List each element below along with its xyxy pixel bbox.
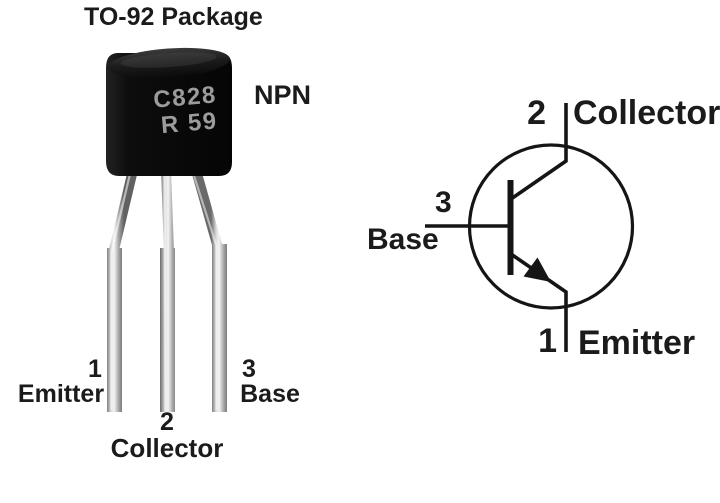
sch-emitter-name: Emitter [578, 324, 696, 362]
pin1-number-label: 1 [88, 355, 102, 383]
package-body [106, 53, 232, 176]
package-top-highlight [120, 52, 217, 68]
symbol-collector-lead [509, 103, 568, 201]
lead-collector-middle [160, 169, 175, 413]
diagram-title: TO-92 Package [84, 3, 263, 31]
pin2-name-label: Collector [110, 433, 224, 463]
symbol-emitter-arrow [523, 257, 551, 282]
pin3-number-label: 3 [242, 355, 256, 383]
lead-emitter-left [107, 168, 138, 412]
package-top-face [108, 47, 230, 79]
package-photo: C828 R 59 [106, 47, 232, 413]
sch-collector-name: Collector [573, 94, 720, 132]
symbol-emitter-lead [509, 252, 568, 352]
lead-base-right [191, 168, 227, 412]
pin3-name-label: Base [240, 380, 300, 408]
sch-base-name: Base [367, 223, 439, 256]
sch-base-number: 3 [435, 186, 452, 219]
sch-emitter-number: 1 [538, 322, 557, 360]
npn-type-label: NPN [254, 80, 312, 110]
sch-collector-number: 2 [527, 94, 546, 132]
pin2-number-label: 2 [160, 408, 174, 436]
package-marking-line1: C828 [152, 81, 217, 113]
pin1-name-label: Emitter [17, 380, 105, 408]
package-marking-line2: R 59 [160, 107, 219, 139]
transistor-symbol [425, 103, 635, 352]
